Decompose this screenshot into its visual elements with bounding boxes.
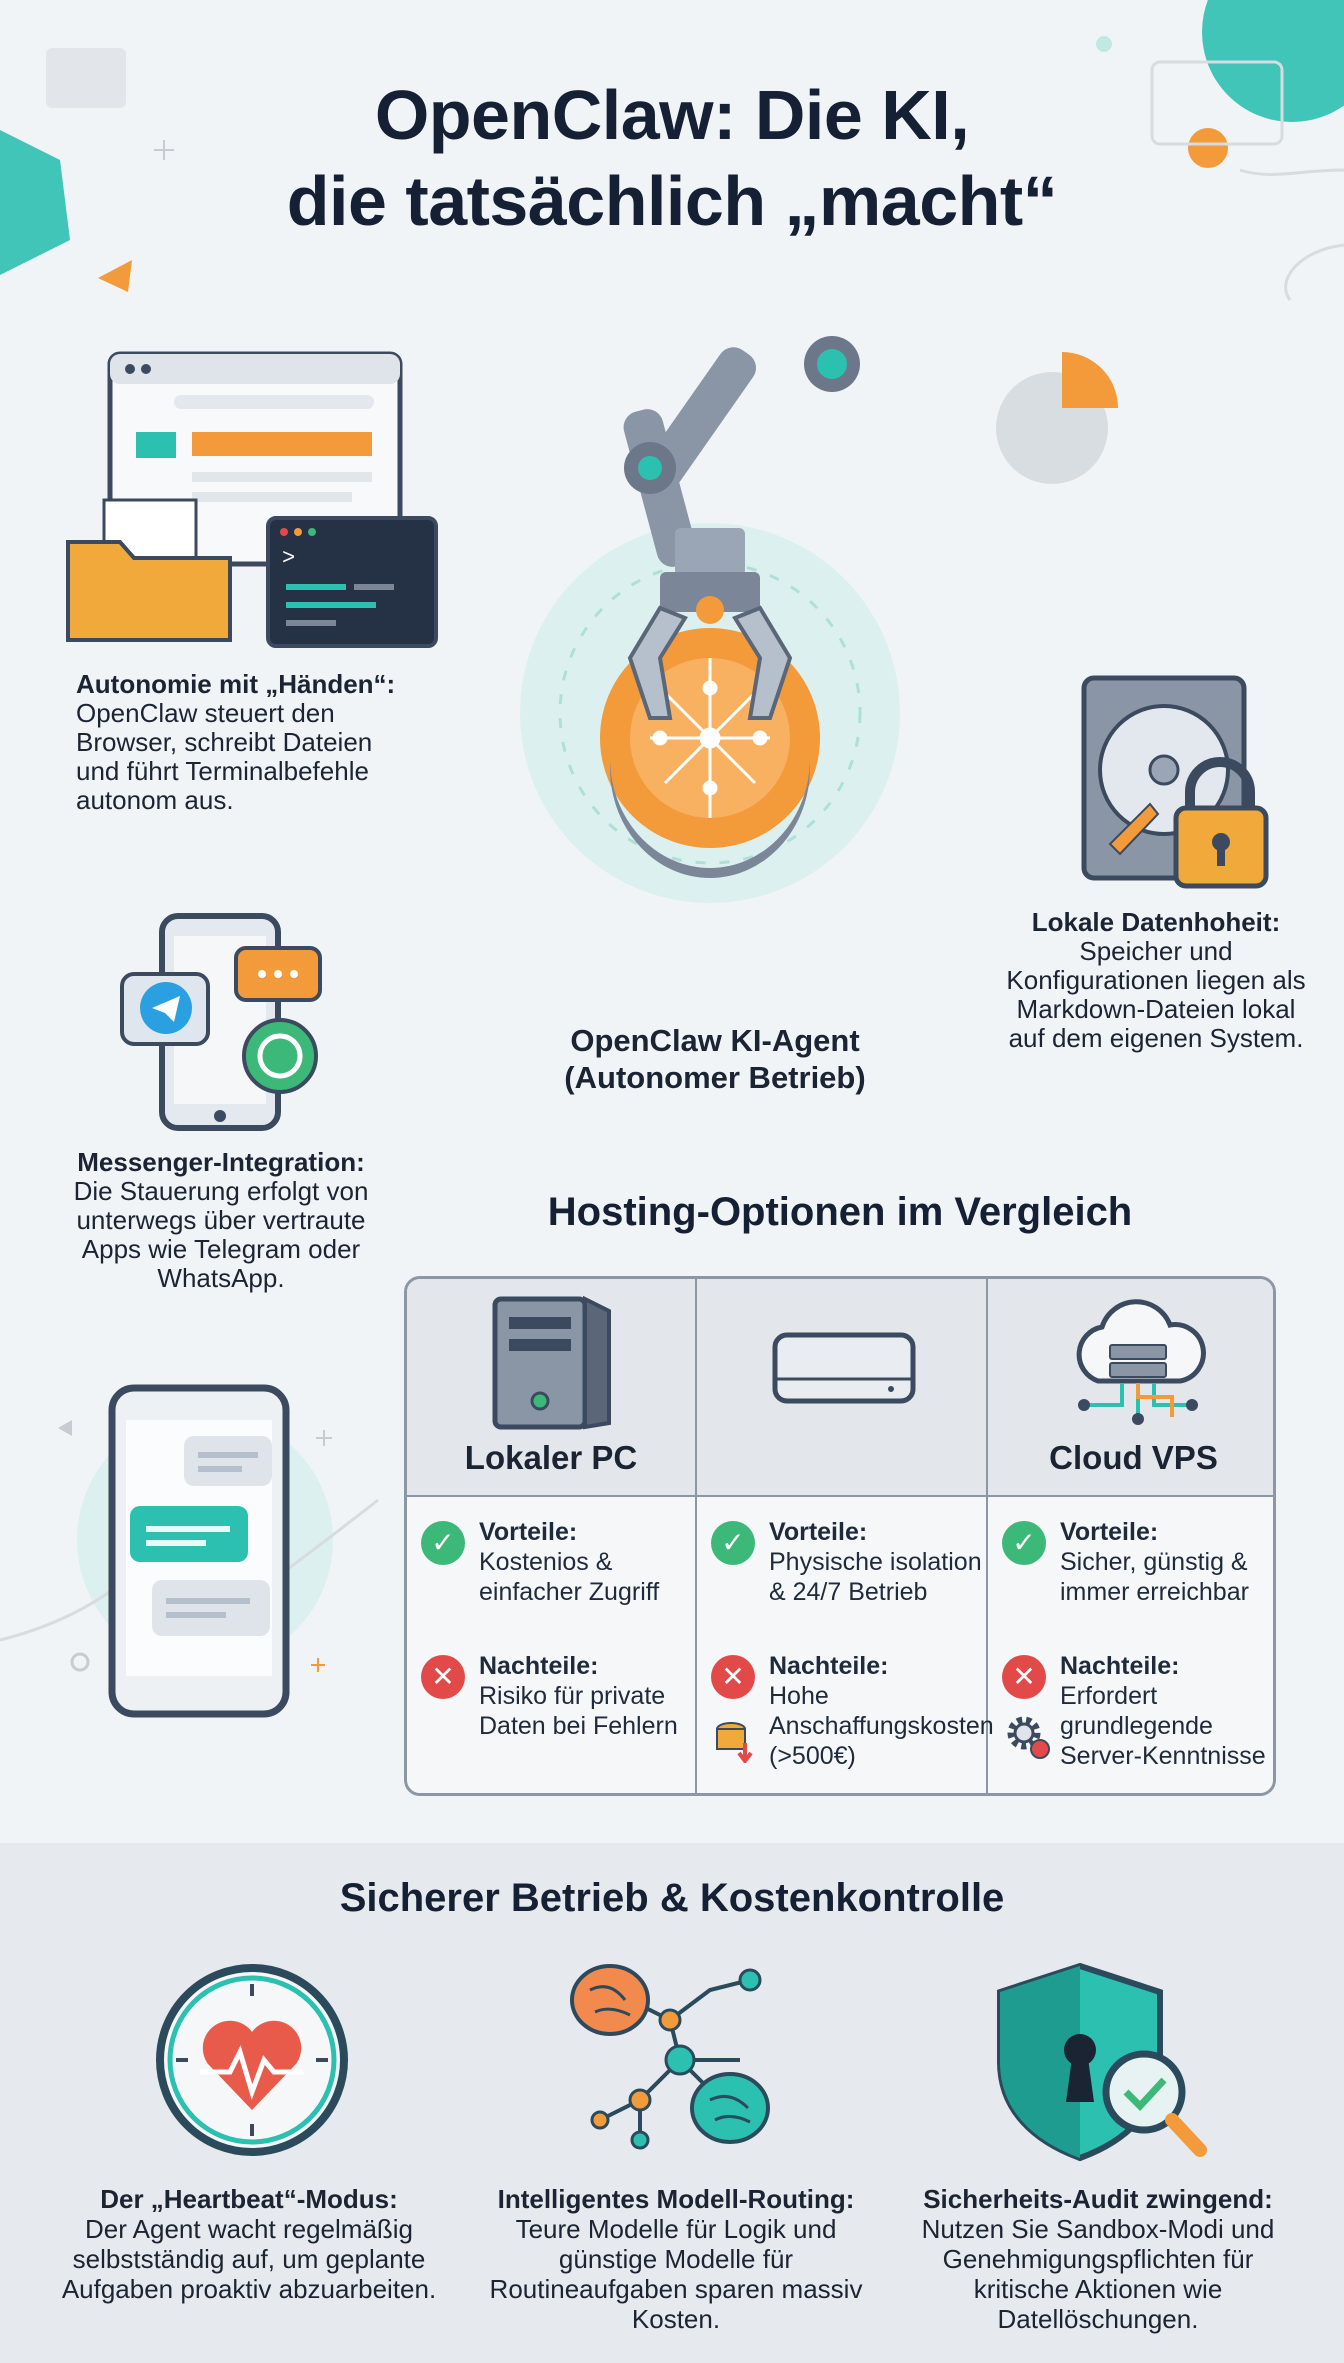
cross-icon: ✕ <box>421 1655 465 1699</box>
operation-heading: Intelligentes Modell-Routing: <box>497 2184 855 2214</box>
hosting-column-local-pc: Lokaler PC ✓ Vorteile:Kostenios & einfac… <box>407 1279 697 1793</box>
lock-icon <box>1173 757 1269 889</box>
pro-label: Vorteile: <box>769 1518 868 1546</box>
check-icon: ✓ <box>421 1521 465 1565</box>
pro-text: Sicher, günstig & immer erreichbar <box>1060 1548 1249 1606</box>
feature-data-heading: Lokale Datenhoheit: <box>1031 907 1281 937</box>
folder-icon <box>66 498 232 642</box>
operation-text: Nutzen Sie Sandbox-Modi und Genehmigungs… <box>921 2214 1275 2334</box>
con-label: Nachteile: <box>769 1652 889 1680</box>
hosting-comparison-table: Lokaler PC ✓ Vorteile:Kostenios & einfac… <box>404 1276 1276 1796</box>
con-text: Risiko für private Daten bei Fehlern <box>479 1682 678 1740</box>
hosting-column-name: Lokaler PC <box>464 1439 638 1476</box>
con-block: ✕ Nachteile:Hohe Anschaffungskosten (>50… <box>711 1651 994 1771</box>
operation-heading: Sicherheits-Audit zwingend: <box>923 2184 1273 2214</box>
svg-text:>: > <box>282 546 295 571</box>
chat-bubble-icon <box>234 946 322 1002</box>
page-title: OpenClaw: Die KI, die tatsächlich „macht… <box>0 72 1344 244</box>
feature-data-text: Speicher und Konfigurationen liegen als … <box>1006 936 1306 1053</box>
hosting-column-header: Lokaler PC <box>407 1279 695 1497</box>
operation-heading: Der „Heartbeat“-Modus: <box>100 2184 398 2214</box>
hosting-column-name: Cloud VPS <box>1049 1439 1218 1476</box>
hosting-column-mini-pc: ✓ Vorteile:Physische isolation & 24/7 Be… <box>697 1279 994 1793</box>
pro-block: ✓ Vorteile:Kostenios & einfacher Zugriff <box>421 1517 695 1607</box>
mini-pc-icon <box>772 1332 916 1404</box>
pro-block: ✓ Vorteile:Sicher, günstig & immer errei… <box>1002 1517 1273 1607</box>
telegram-icon <box>120 972 210 1046</box>
pro-label: Vorteile: <box>479 1518 578 1546</box>
check-icon: ✓ <box>711 1521 755 1565</box>
hosting-column-cloud-vps: Cloud VPS ✓ Vorteile:Sicher, günstig & i… <box>988 1279 1273 1793</box>
feature-autonomy: Autonomie mit „Händen“: OpenClaw steuert… <box>76 670 416 815</box>
cross-icon: ✕ <box>1002 1655 1046 1699</box>
operation-security-audit: Sicherheits-Audit zwingend: Nutzen Sie S… <box>898 2184 1298 2334</box>
pie-chart-icon <box>996 352 1118 484</box>
operation-heartbeat: Der „Heartbeat“-Modus: Der Agent wacht r… <box>44 2184 454 2304</box>
title-line-1: OpenClaw: Die KI, <box>374 76 970 154</box>
hosting-title: Hosting-Optionen im Vergleich <box>547 1190 1133 1234</box>
con-block: ✕ Nachteile:Erfordert grundlegende Serve… <box>1002 1651 1273 1771</box>
magnifier-icon <box>1102 2050 1207 2157</box>
feature-autonomy-heading: Autonomie mit „Händen“: <box>76 669 396 699</box>
title-line-2: die tatsächlich „macht“ <box>286 162 1058 240</box>
con-text: Hohe Anschaffungskosten (>500€) <box>769 1682 994 1770</box>
agent-caption-line-1: OpenClaw KI-Agent <box>570 1023 860 1058</box>
con-block: ✕ Nachteile:Risiko für private Daten bei… <box>421 1651 695 1741</box>
operation-text: Der Agent wacht regelmäßig selbstständig… <box>61 2214 437 2304</box>
gear-icon <box>1007 1716 1050 1759</box>
agent-caption-line-2: (Autonomer Betrieb) <box>564 1060 866 1095</box>
chat-phone-illustration <box>0 1384 379 1718</box>
whatsapp-icon <box>242 1018 318 1094</box>
operation-routing: Intelligentes Modell-Routing: Teure Mode… <box>476 2184 876 2334</box>
brain-network-icon <box>570 1964 770 2150</box>
operations-title: Sicherer Betrieb & Kostenkontrolle <box>339 1876 1005 1920</box>
hosting-column-header: Cloud VPS <box>988 1279 1273 1497</box>
feature-messenger-heading: Messenger-Integration: <box>77 1147 365 1177</box>
feature-messenger-text: Die Stauerung erfolgt von unterwegs über… <box>73 1176 369 1293</box>
cloud-server-icon <box>1076 1299 1206 1425</box>
con-text: Erfordert grundlegende Server-Kenntnisse <box>1060 1682 1266 1770</box>
check-icon: ✓ <box>1002 1521 1046 1565</box>
heartbeat-clock-icon <box>156 1964 348 2156</box>
pro-block: ✓ Vorteile:Physische isolation & 24/7 Be… <box>711 1517 986 1607</box>
con-label: Nachteile: <box>479 1652 599 1680</box>
feature-data: Lokale Datenhoheit: Speicher und Konfigu… <box>1006 908 1306 1053</box>
messenger-illustration <box>120 913 322 1131</box>
cross-icon: ✕ <box>711 1655 755 1699</box>
robot-arm-icon <box>520 336 900 903</box>
feature-autonomy-text: OpenClaw steuert den Browser, schreibt D… <box>76 698 373 815</box>
con-label: Nachteile: <box>1060 1652 1180 1680</box>
feature-messenger: Messenger-Integration: Die Stauerung erf… <box>56 1148 386 1293</box>
autonomy-illustration: > <box>66 351 438 648</box>
pc-tower-icon <box>492 1295 611 1430</box>
pro-text: Physische isolation & 24/7 Betrieb <box>769 1548 982 1606</box>
operation-text: Teure Modelle für Logik und günstige Mod… <box>489 2214 863 2334</box>
pro-text: Kostenios & einfacher Zugriff <box>479 1548 660 1606</box>
pro-label: Vorteile: <box>1060 1518 1159 1546</box>
terminal-icon: > <box>266 516 438 648</box>
hard-drive-icon <box>1081 675 1269 889</box>
shield-keyhole-icon <box>997 1962 1207 2162</box>
coins-icon <box>716 1722 753 1763</box>
agent-caption: OpenClaw KI-Agent (Autonomer Betrieb) <box>500 1022 930 1096</box>
hosting-column-header <box>697 1279 986 1497</box>
